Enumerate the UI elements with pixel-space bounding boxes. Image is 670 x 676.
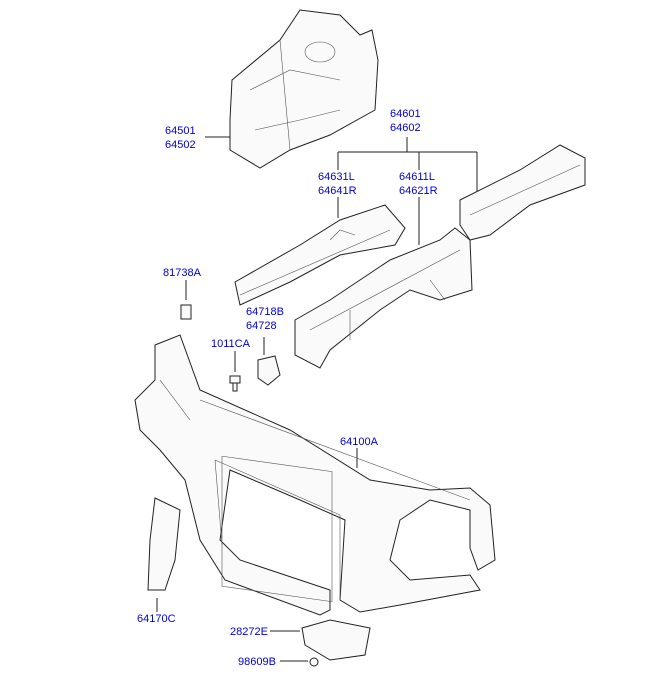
callout-64631L[interactable]: 64631L 64641R — [318, 170, 357, 198]
side-bracket-part — [147, 497, 181, 591]
callout-64611L[interactable]: 64611L 64621R — [399, 170, 438, 198]
rear-member-part — [459, 144, 586, 241]
carrier-part — [134, 334, 496, 616]
part-number[interactable]: 64601 — [390, 108, 421, 120]
callout-64170C[interactable]: 64170C — [137, 612, 176, 626]
part-number[interactable]: 28272E — [230, 626, 268, 638]
part-number[interactable]: 1011CA — [211, 338, 250, 350]
callout-98609B[interactable]: 98609B — [238, 655, 276, 669]
callout-64501[interactable]: 64501 64502 — [165, 124, 196, 152]
callout-64100A[interactable]: 64100A — [340, 435, 378, 449]
callout-64601[interactable]: 64601 64602 — [390, 107, 421, 135]
grommet-part — [180, 304, 192, 320]
lower-cover-part — [301, 619, 371, 661]
clip-part — [309, 657, 319, 667]
part-number[interactable]: 64602 — [390, 122, 421, 134]
part-number[interactable]: 98609B — [238, 656, 276, 668]
inner-panel-part — [229, 9, 379, 169]
part-number[interactable]: 64100A — [340, 436, 378, 448]
callout-1011CA[interactable]: 1011CA — [211, 337, 250, 351]
leader-lines — [156, 136, 478, 662]
part-number[interactable]: 64621R — [399, 185, 438, 197]
part-number[interactable]: 81738A — [163, 267, 201, 279]
part-number[interactable]: 64718B — [246, 306, 284, 318]
part-number[interactable]: 64631L — [318, 171, 355, 183]
upper-member-part — [234, 204, 406, 306]
part-number[interactable]: 64501 — [165, 125, 196, 137]
part-number[interactable]: 64170C — [137, 613, 176, 625]
callout-28272E[interactable]: 28272E — [230, 625, 268, 639]
part-number[interactable]: 64611L — [399, 171, 435, 183]
part-number[interactable]: 64728 — [246, 320, 277, 332]
bolt-part — [229, 375, 241, 392]
bracket-part — [257, 355, 281, 386]
callout-81738A[interactable]: 81738A — [163, 266, 201, 280]
part-number[interactable]: 64502 — [165, 139, 196, 151]
front-side-member-part — [294, 227, 473, 369]
callout-64718B[interactable]: 64718B 64728 — [246, 305, 284, 333]
part-number[interactable]: 64641R — [318, 185, 357, 197]
